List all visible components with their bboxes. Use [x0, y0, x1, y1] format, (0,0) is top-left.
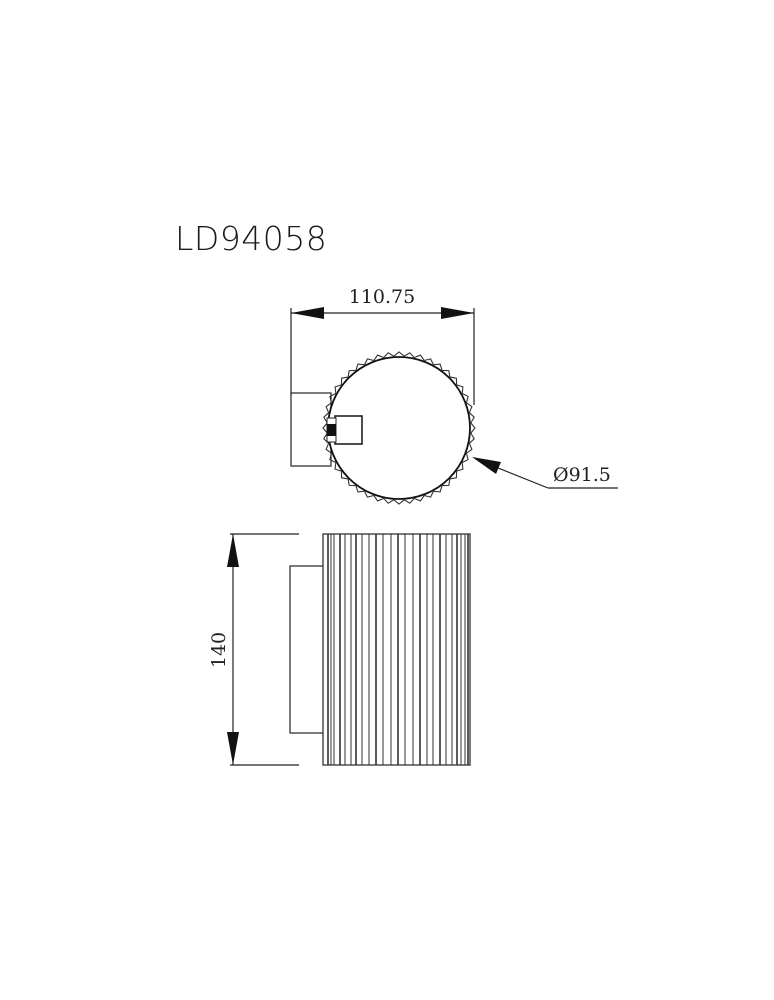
back-plate — [289, 565, 328, 734]
vertical-ribs — [327, 534, 469, 765]
width-dimension-label: 110.75 — [349, 286, 415, 308]
connector — [326, 415, 363, 445]
height-dimension — [227, 533, 299, 766]
wall-bracket — [290, 392, 332, 467]
width-dimension — [290, 307, 475, 405]
product-code-title: LD94058 — [175, 219, 328, 258]
side-view: 140 — [208, 533, 471, 766]
diameter-dimension-label: Ø91.5 — [553, 464, 611, 486]
top-view: 110.75 Ø91.5 — [290, 286, 618, 505]
ribbed-outline — [322, 351, 476, 505]
diameter-leader — [472, 457, 618, 489]
height-dimension-label: 140 — [208, 632, 230, 668]
